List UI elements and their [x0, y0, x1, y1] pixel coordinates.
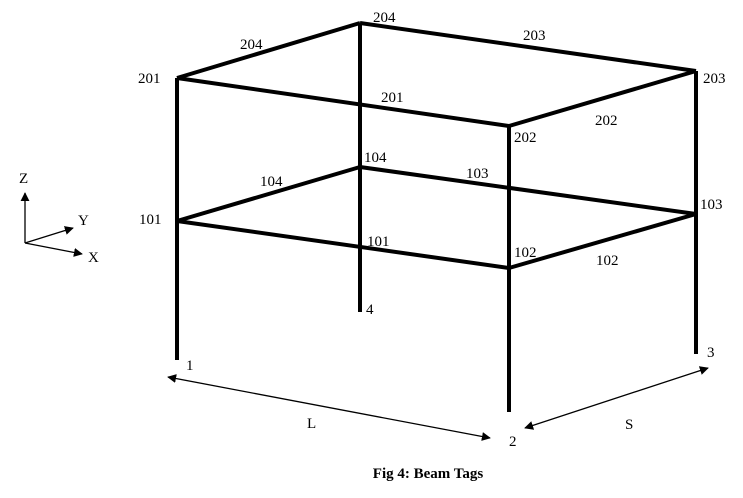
dimension-lines: L S	[167, 366, 709, 441]
beam-204-line	[176, 21, 361, 80]
figure-caption: Fig 4: Beam Tags	[373, 466, 484, 482]
base-node-labels: 1 2 3 4	[186, 302, 715, 450]
beam-202-line	[508, 69, 697, 128]
node-label-201: 201	[138, 71, 161, 87]
level-1-beam-labels: 101 102 103 104	[260, 166, 619, 269]
beam-label-201: 201	[381, 90, 404, 106]
node-label-204: 204	[373, 10, 396, 26]
beam-201-line	[176, 76, 510, 128]
node-label-103: 103	[700, 197, 723, 213]
level-2-node-labels: 201 202 203 204	[138, 10, 726, 146]
node-label-101: 101	[139, 212, 162, 228]
node-label-2: 2	[509, 434, 517, 450]
beam-103-line	[359, 165, 697, 216]
beam-label-104: 104	[260, 174, 283, 190]
beam-label-102: 102	[596, 253, 619, 269]
level-1-beams	[176, 165, 697, 270]
y-axis-arrow	[24, 226, 74, 244]
dimension-s-label: S	[625, 417, 633, 433]
dimension-l-label: L	[307, 416, 316, 432]
node-label-102: 102	[514, 245, 537, 261]
dimension-l-arrow	[167, 374, 491, 441]
x-axis-label: X	[88, 250, 99, 266]
level-2-beams	[176, 21, 697, 128]
beam-label-204: 204	[240, 37, 263, 53]
beam-label-202: 202	[595, 113, 618, 129]
beam-203-line	[359, 21, 697, 73]
node-label-203: 203	[703, 71, 726, 87]
beam-104-line	[176, 165, 361, 223]
level-2-beam-labels: 201 202 203 204	[240, 28, 618, 129]
node-label-4: 4	[366, 302, 374, 318]
x-axis-arrow	[24, 242, 83, 257]
z-axis-label: Z	[19, 171, 28, 187]
beam-label-203: 203	[523, 28, 546, 44]
dimension-s-arrow	[524, 366, 709, 430]
beam-label-103: 103	[466, 166, 489, 182]
node-label-104: 104	[364, 150, 387, 166]
node-label-3: 3	[707, 345, 715, 361]
beam-102-line	[508, 212, 697, 270]
columns	[175, 23, 698, 412]
beam-label-101: 101	[367, 234, 390, 250]
y-axis-label: Y	[78, 213, 89, 229]
level-1-node-labels: 101 102 103 104	[139, 150, 723, 261]
beam-101-line	[176, 219, 510, 270]
node-label-1: 1	[186, 358, 194, 374]
coordinate-axes: Z Y X	[19, 171, 99, 266]
node-label-202: 202	[514, 130, 537, 146]
